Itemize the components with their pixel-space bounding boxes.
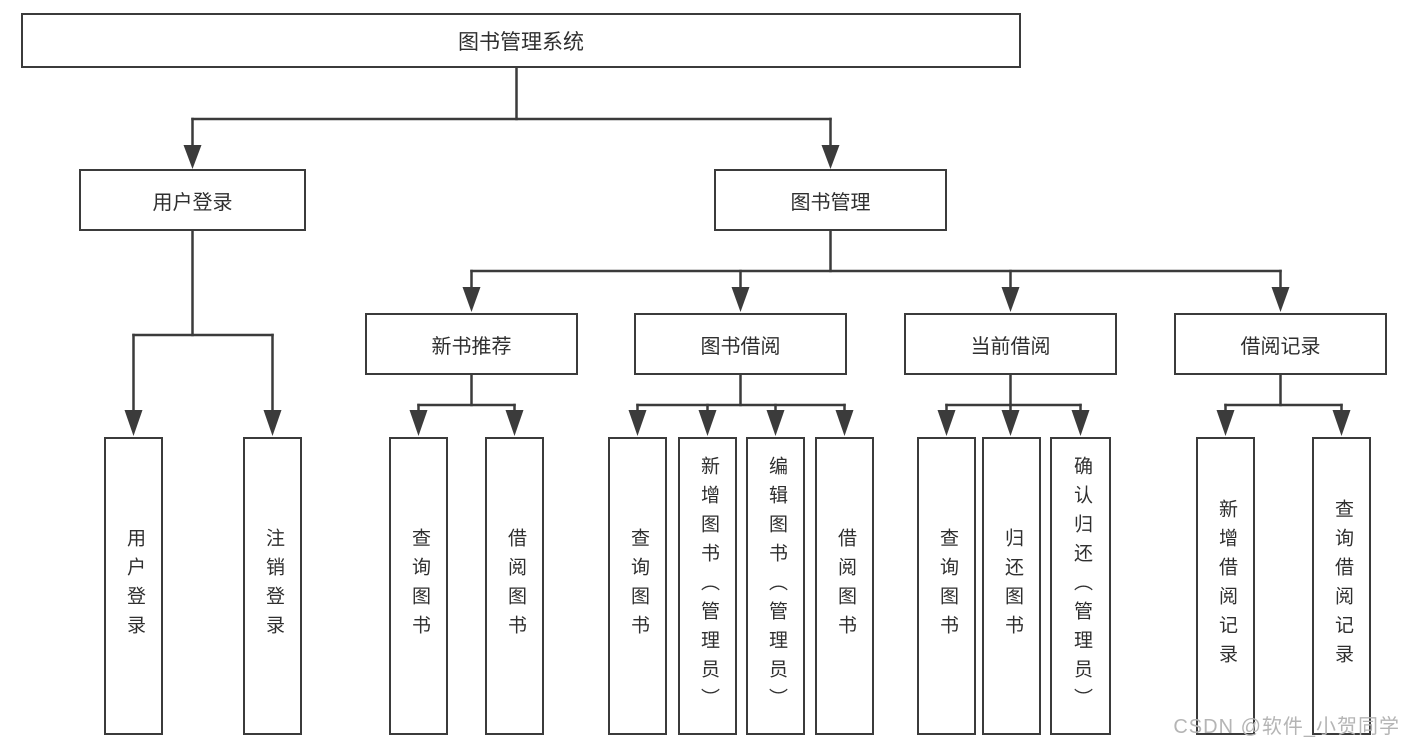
- arrowhead: [698, 410, 717, 436]
- arrowhead: [1216, 410, 1235, 436]
- node-borrowing-records: 借阅记录: [1174, 313, 1387, 375]
- leaf-label: 借阅图书: [834, 528, 856, 644]
- node-book-management: 图书管理: [714, 169, 947, 231]
- arrowhead: [1071, 410, 1090, 436]
- node-label: 新书推荐: [431, 335, 512, 358]
- leaf-label: 注销登录: [262, 528, 284, 644]
- leaf-label: 用户登录: [123, 528, 145, 644]
- edge-borrowing-records-to-leaves: [1216, 373, 1351, 436]
- arrowhead: [821, 145, 840, 169]
- node-label: 借阅记录: [1240, 335, 1321, 358]
- leaf-label: 编辑图书（管理员）: [765, 455, 787, 717]
- edge-new-book-recommendation-to-leaves: [409, 373, 524, 436]
- arrowhead: [937, 410, 956, 436]
- leaf-label: 查询图书: [936, 528, 958, 644]
- node-user-login: 用户登录: [79, 169, 306, 231]
- leaf-confirm-return-admin: 确认归还（管理员）: [1050, 437, 1111, 735]
- arrowhead: [1332, 410, 1351, 436]
- leaf-query-books-current: 查询图书: [917, 437, 976, 735]
- leaf-borrow-books-borrowing: 借阅图书: [815, 437, 874, 735]
- leaf-logout: 注销登录: [243, 437, 302, 735]
- arrowhead: [1001, 410, 1020, 436]
- node-label: 当前借阅: [970, 335, 1051, 358]
- leaf-add-borrow-record: 新增借阅记录: [1196, 437, 1255, 735]
- arrowhead: [1271, 287, 1290, 312]
- leaf-label: 查询借阅记录: [1331, 499, 1353, 673]
- arrowhead: [124, 410, 143, 436]
- arrowhead: [1001, 287, 1020, 312]
- arrowhead: [835, 410, 854, 436]
- node-library-management-system: 图书管理系统: [21, 13, 1021, 68]
- edge-book-borrowing-to-leaves: [628, 373, 854, 436]
- arrowhead: [731, 287, 750, 312]
- leaf-edit-book-admin: 编辑图书（管理员）: [746, 437, 805, 735]
- leaf-query-books-recommend: 查询图书: [389, 437, 448, 735]
- edge-user-login-to-leaves: [124, 229, 282, 436]
- leaf-label: 新增图书（管理员）: [697, 455, 719, 717]
- node-current-borrowing: 当前借阅: [904, 313, 1117, 375]
- edge-book-management-to-level3: [462, 229, 1290, 312]
- leaf-label: 新增借阅记录: [1215, 499, 1237, 673]
- leaf-label: 归还图书: [1001, 528, 1023, 644]
- leaf-label: 查询图书: [408, 528, 430, 644]
- node-label: 图书借阅: [700, 335, 781, 358]
- node-new-book-recommendation: 新书推荐: [365, 313, 578, 375]
- leaf-query-books-borrowing: 查询图书: [608, 437, 667, 735]
- leaf-add-book-admin: 新增图书（管理员）: [678, 437, 737, 735]
- arrowhead: [409, 410, 428, 436]
- leaf-query-borrow-record: 查询借阅记录: [1312, 437, 1371, 735]
- leaf-return-books: 归还图书: [982, 437, 1041, 735]
- watermark: CSDN @软件_小贺同学: [1173, 716, 1400, 738]
- node-label: 图书管理: [790, 191, 871, 214]
- edge-current-borrowing-to-leaves: [937, 373, 1090, 436]
- leaf-label: 借阅图书: [504, 528, 526, 644]
- leaf-label: 查询图书: [627, 528, 649, 644]
- arrowhead: [462, 287, 481, 312]
- arrowhead: [263, 410, 282, 436]
- node-book-borrowing: 图书借阅: [634, 313, 847, 375]
- arrowhead: [628, 410, 647, 436]
- node-label: 图书管理系统: [458, 30, 584, 54]
- arrowhead: [183, 145, 202, 169]
- arrowhead: [505, 410, 524, 436]
- node-label: 用户登录: [152, 191, 233, 214]
- leaf-borrow-books-recommend: 借阅图书: [485, 437, 544, 735]
- arrowhead: [766, 410, 785, 436]
- edge-root-to-level2: [183, 64, 840, 169]
- leaf-label: 确认归还（管理员）: [1070, 455, 1092, 717]
- leaf-user-login: 用户登录: [104, 437, 163, 735]
